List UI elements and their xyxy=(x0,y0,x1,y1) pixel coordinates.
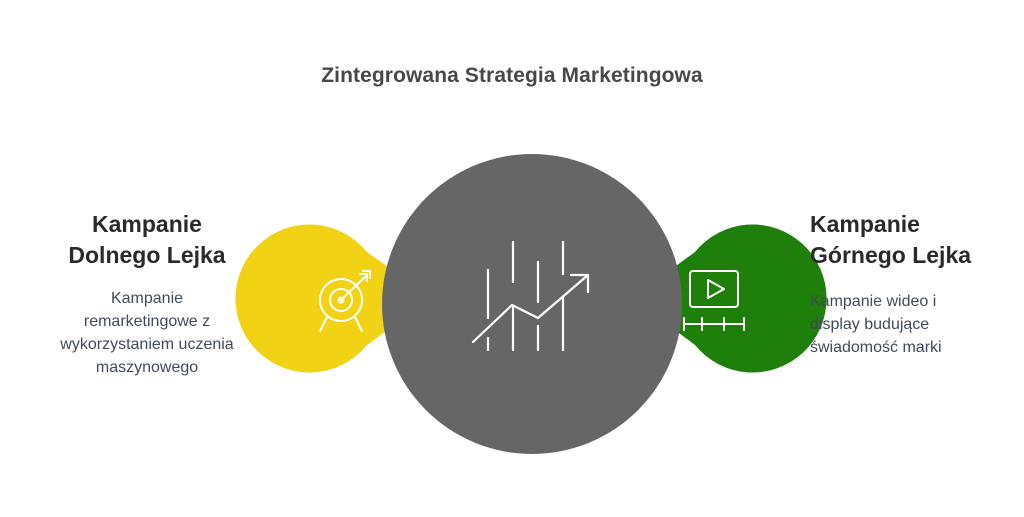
left-title-line-1: Kampanie xyxy=(92,211,202,237)
left-desc-line-4: maszynowego xyxy=(95,359,199,376)
left-desc-line-3: wykorzystaniem uczenia xyxy=(60,336,234,353)
right-teardrop xyxy=(632,224,827,373)
right-title-line-1: Kampanie xyxy=(810,211,920,237)
growth-chart-icon xyxy=(471,240,590,352)
right-title-line-2: Górnego Lejka xyxy=(810,242,972,268)
left-teardrop xyxy=(235,224,432,373)
left-desc-line-1: Kampanie xyxy=(110,290,184,307)
right-desc-line-1: Kampanie wideo i xyxy=(810,293,937,310)
video-timeline-icon xyxy=(683,270,745,331)
center-circle xyxy=(382,154,682,454)
left-desc-line-2: remarketingowe z xyxy=(83,313,211,330)
diagram-title: Zintegrowana Strategia Marketingowa xyxy=(321,64,703,87)
right-section-title: Kampanie Górnego Lejka xyxy=(810,209,1010,271)
left-section-title: Kampanie Dolnego Lejka xyxy=(40,209,254,271)
right-desc-line-2: display budujące xyxy=(810,316,930,333)
target-icon xyxy=(319,270,371,332)
right-desc-line-3: świadomość marki xyxy=(810,339,942,356)
left-section-description: Kampanie remarketingowe z wykorzystaniem… xyxy=(30,287,264,379)
right-section-description: Kampanie wideo i display budujące świado… xyxy=(810,290,1010,359)
left-title-line-2: Dolnego Lejka xyxy=(68,242,226,268)
